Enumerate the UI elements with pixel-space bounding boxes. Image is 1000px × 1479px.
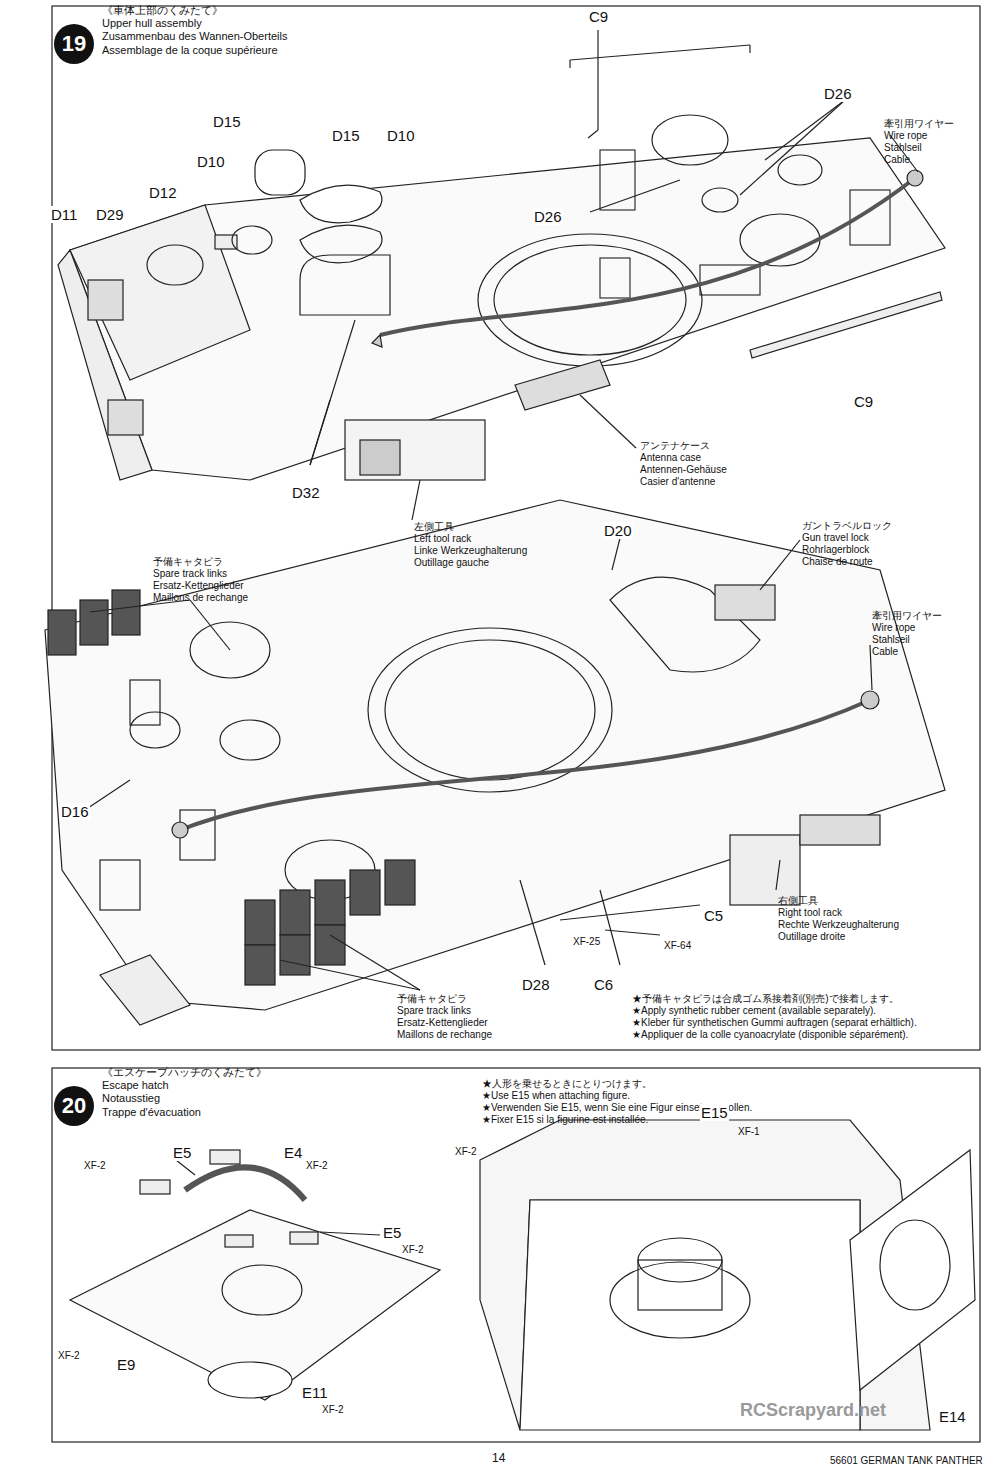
note-text: Right tool rack bbox=[778, 907, 842, 919]
heading-line: 《車体上部のくみたて》 bbox=[102, 4, 287, 17]
step-frame bbox=[52, 1068, 980, 1442]
part-number: D10 bbox=[386, 127, 416, 144]
note-text: Linke Werkzeughalterung bbox=[414, 545, 527, 557]
step-number: 19《車体上部のくみたて》Upper hull assemblyZusammen… bbox=[54, 24, 94, 64]
note-text: XF-64 bbox=[664, 940, 691, 952]
heading-line: Assemblage de la coque supérieure bbox=[102, 44, 287, 57]
note-text: Antenna case bbox=[640, 452, 701, 464]
note-text: Rohrlagerblock bbox=[802, 544, 869, 556]
part-number: D20 bbox=[603, 522, 633, 539]
note-text: Ersatz-Kettenglieder bbox=[153, 580, 244, 592]
part-number: E14 bbox=[938, 1408, 967, 1425]
note-text: Cable bbox=[872, 646, 898, 658]
part-number: D15 bbox=[331, 127, 361, 144]
note-text: アンテナケース bbox=[640, 440, 710, 452]
step-circle: 20 bbox=[54, 1086, 94, 1126]
part-number: C9 bbox=[853, 393, 874, 410]
note-text: Maillons de rechange bbox=[397, 1029, 492, 1041]
heading-line: Escape hatch bbox=[102, 1079, 267, 1092]
note-text: Gun travel lock bbox=[802, 532, 869, 544]
note-text: Spare track links bbox=[153, 568, 227, 580]
note-text: Casier d'antenne bbox=[640, 476, 715, 488]
note-text: 牽引用ワイヤー bbox=[872, 610, 942, 622]
part-number: D15 bbox=[212, 113, 242, 130]
note-text: Spare track links bbox=[397, 1005, 471, 1017]
note-text: ★Kleber für synthetischen Gummi auftrage… bbox=[632, 1017, 917, 1029]
part-number: D16 bbox=[60, 803, 90, 820]
note-text: XF-25 bbox=[573, 936, 600, 948]
note-text: XF-2 bbox=[84, 1160, 106, 1172]
note-text: ★Apply synthetic rubber cement (availabl… bbox=[632, 1005, 876, 1017]
part-number: E5 bbox=[172, 1144, 192, 1161]
heading-line: Trappe d'évacuation bbox=[102, 1106, 267, 1119]
note-text: 56601 GERMAN TANK PANTHER bbox=[830, 1455, 983, 1467]
note-text: Antennen-Gehäuse bbox=[640, 464, 727, 476]
step-circle: 19 bbox=[54, 24, 94, 64]
part-number: E15 bbox=[700, 1104, 729, 1121]
note-text: ★Fixer E15 si la figurine est installée. bbox=[482, 1114, 648, 1126]
note-text: Stahlseil bbox=[872, 634, 910, 646]
note-text: ★予備キャタピラは合成ゴム系接着剤(別売)で接着します。 bbox=[632, 993, 899, 1005]
part-number: E11 bbox=[301, 1384, 329, 1401]
part-number: C9 bbox=[588, 8, 609, 25]
note-text: 予備キャタピラ bbox=[397, 993, 467, 1005]
part-number: E9 bbox=[116, 1356, 136, 1373]
note-text: Outillage gauche bbox=[414, 557, 489, 569]
watermark: RCScrapyard.net bbox=[740, 1400, 886, 1421]
note-text: 左側工具 bbox=[414, 521, 454, 533]
part-number: D10 bbox=[196, 153, 226, 170]
step-heading: 《車体上部のくみたて》Upper hull assemblyZusammenba… bbox=[102, 4, 287, 57]
note-text: Outillage droite bbox=[778, 931, 845, 943]
note-text: Cable bbox=[884, 154, 910, 166]
page-number: 14 bbox=[492, 1452, 505, 1466]
part-number: D11 bbox=[50, 206, 78, 223]
part-number: D26 bbox=[533, 208, 563, 225]
note-text: ★人形を乗せるときにとりつけます。 bbox=[482, 1078, 652, 1090]
note-text: Left tool rack bbox=[414, 533, 471, 545]
note-text: 予備キャタピラ bbox=[153, 556, 223, 568]
note-text: Wire rope bbox=[884, 130, 927, 142]
note-text: 牽引用ワイヤー bbox=[884, 118, 954, 130]
note-text: ★Appliquer de la colle cyanoacrylate (di… bbox=[632, 1029, 908, 1041]
note-text: XF-2 bbox=[306, 1160, 328, 1172]
heading-line: Zusammenbau des Wannen-Oberteils bbox=[102, 30, 287, 43]
heading-line: 《エスケープハッチのくみたて》 bbox=[102, 1066, 267, 1079]
note-text: ★Use E15 when attaching figure. bbox=[482, 1090, 630, 1102]
note-text: XF-2 bbox=[58, 1350, 80, 1362]
part-number: E4 bbox=[283, 1144, 303, 1161]
step-heading: 《エスケープハッチのくみたて》Escape hatchNotausstiegTr… bbox=[102, 1066, 267, 1119]
part-number: D32 bbox=[291, 484, 321, 501]
part-number: D28 bbox=[521, 976, 551, 993]
note-text: 右側工具 bbox=[778, 895, 818, 907]
part-number: E5 bbox=[382, 1224, 402, 1241]
note-text: XF-1 bbox=[738, 1126, 760, 1138]
part-number: D26 bbox=[823, 85, 853, 102]
part-number: C6 bbox=[593, 976, 614, 993]
heading-line: Notausstieg bbox=[102, 1092, 267, 1105]
step-number: 20《エスケープハッチのくみたて》Escape hatchNotausstieg… bbox=[54, 1086, 94, 1126]
note-text: XF-2 bbox=[402, 1244, 424, 1256]
note-text: XF-2 bbox=[322, 1404, 344, 1416]
note-text: Chaise de route bbox=[802, 556, 873, 568]
part-number: D12 bbox=[148, 184, 178, 201]
note-text: Stahlseil bbox=[884, 142, 922, 154]
heading-line: Upper hull assembly bbox=[102, 17, 287, 30]
note-text: ガントラベルロック bbox=[802, 520, 892, 532]
note-text: Ersatz-Kettenglieder bbox=[397, 1017, 488, 1029]
note-text: Maillons de rechange bbox=[153, 592, 248, 604]
part-number: C5 bbox=[703, 907, 724, 924]
note-text: XF-2 bbox=[455, 1146, 477, 1158]
part-number: D29 bbox=[95, 206, 125, 223]
note-text: Rechte Werkzeughalterung bbox=[778, 919, 899, 931]
note-text: Wire rope bbox=[872, 622, 915, 634]
